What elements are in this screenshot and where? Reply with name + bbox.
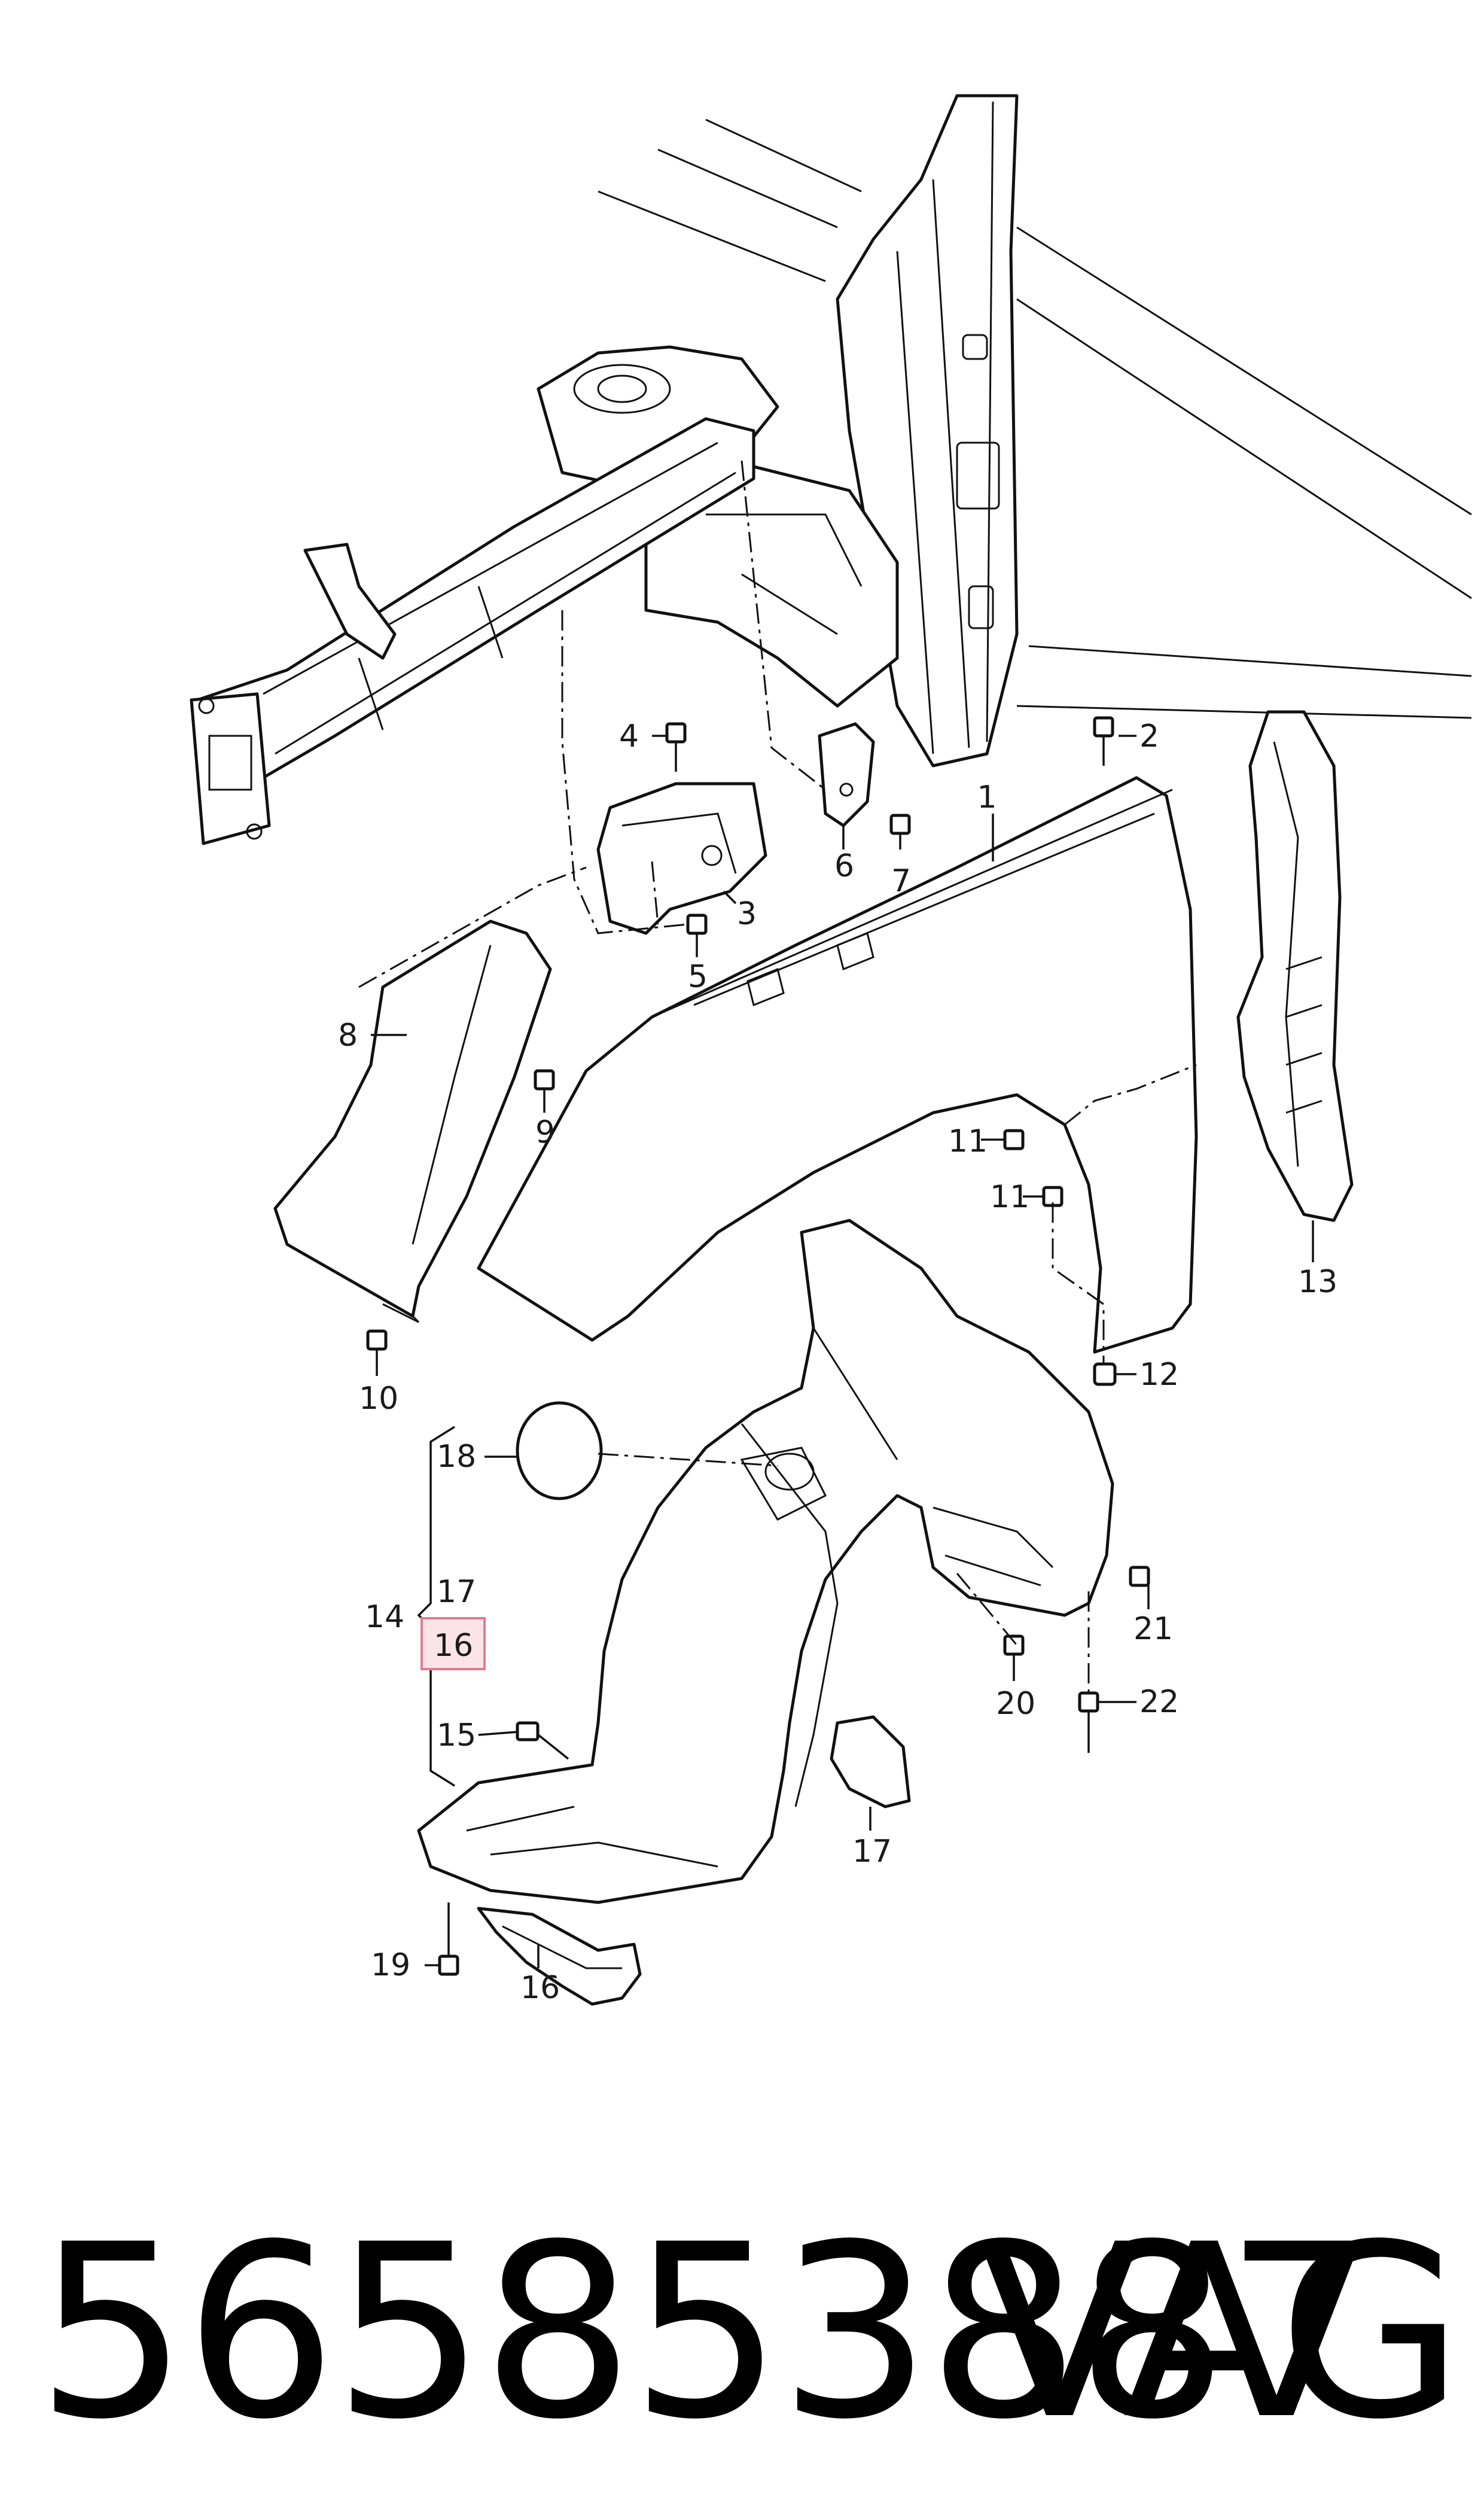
- callout-18: 18: [437, 1439, 476, 1475]
- callout-3: 3: [737, 896, 757, 932]
- highlight-box: [420, 1617, 486, 1670]
- bolt-19: [438, 1954, 459, 1976]
- clip-21: [1129, 1566, 1150, 1587]
- brand-name: VAG: [977, 2194, 1464, 2472]
- bracket-3: [596, 782, 767, 935]
- inner-wheelhouse: [644, 465, 899, 708]
- callout-17-bracket: 17: [437, 1574, 476, 1610]
- fender-1: [477, 776, 1198, 1354]
- bolt-20: [1003, 1634, 1025, 1656]
- rivet-22: [1078, 1691, 1099, 1713]
- splash-shield-8: [273, 919, 552, 1318]
- callout-11b: 11: [990, 1179, 1029, 1215]
- callout-4: 4: [619, 718, 639, 754]
- callout-6: 6: [834, 848, 854, 884]
- callout-2: 2: [1139, 718, 1159, 754]
- callout-19: 19: [371, 1947, 410, 1983]
- bolt-10: [366, 1329, 388, 1351]
- callout-16: 16: [520, 1970, 560, 2006]
- callout-1: 1: [977, 780, 997, 815]
- callout-20: 20: [996, 1686, 1035, 1722]
- bracket-6: [818, 722, 875, 827]
- callouts: 1 2 3 4 5 6 7 8 9 10 11 11 12 13 14 15 1…: [338, 718, 1337, 2006]
- clip-12: [1093, 1362, 1117, 1386]
- cover-17: [830, 1715, 911, 1808]
- callout-22: 22: [1139, 1684, 1179, 1720]
- callout-21: 21: [1133, 1611, 1173, 1647]
- wheel-housing-liner-14: [417, 1219, 1114, 1904]
- callout-11a: 11: [948, 1123, 988, 1159]
- bolt-9: [534, 1069, 555, 1091]
- callout-8: 8: [338, 1018, 358, 1054]
- bolt-2: [1093, 716, 1114, 738]
- part-number: 565853887: [36, 2194, 1377, 2472]
- callout-12: 12: [1139, 1357, 1179, 1393]
- body-structure: [190, 94, 1472, 845]
- bolts: [366, 716, 1150, 1976]
- callout-16-highlight: 16: [434, 1628, 473, 1664]
- bolt-7: [889, 814, 911, 835]
- callout-7: 7: [891, 863, 911, 899]
- bolt-5: [686, 914, 708, 935]
- clip-15: [516, 1721, 540, 1741]
- callout-10: 10: [359, 1381, 398, 1417]
- bracket-16: [477, 1907, 642, 2006]
- bolt-4: [665, 722, 687, 744]
- assembly-lines: [358, 460, 1197, 1693]
- bolt-11a: [1003, 1129, 1025, 1150]
- callout-15: 15: [437, 1718, 476, 1753]
- footer: 565853887 VAG: [0, 2190, 1484, 2501]
- cover-18: [516, 1401, 603, 1500]
- upper-bracket: [303, 543, 397, 660]
- callout-9: 9: [535, 1115, 555, 1150]
- rail-end-plate: [190, 692, 271, 845]
- callout-14: 14: [365, 1599, 404, 1635]
- leaders: [371, 735, 1314, 1968]
- callout-13: 13: [1298, 1264, 1337, 1300]
- parts-exploded-diagram: 1 2 3 4 5 6 7 8 9 10 11 11 12 13 14 15 1…: [190, 94, 1472, 2006]
- callout-17: 17: [852, 1834, 892, 1870]
- callout-5: 5: [688, 959, 708, 995]
